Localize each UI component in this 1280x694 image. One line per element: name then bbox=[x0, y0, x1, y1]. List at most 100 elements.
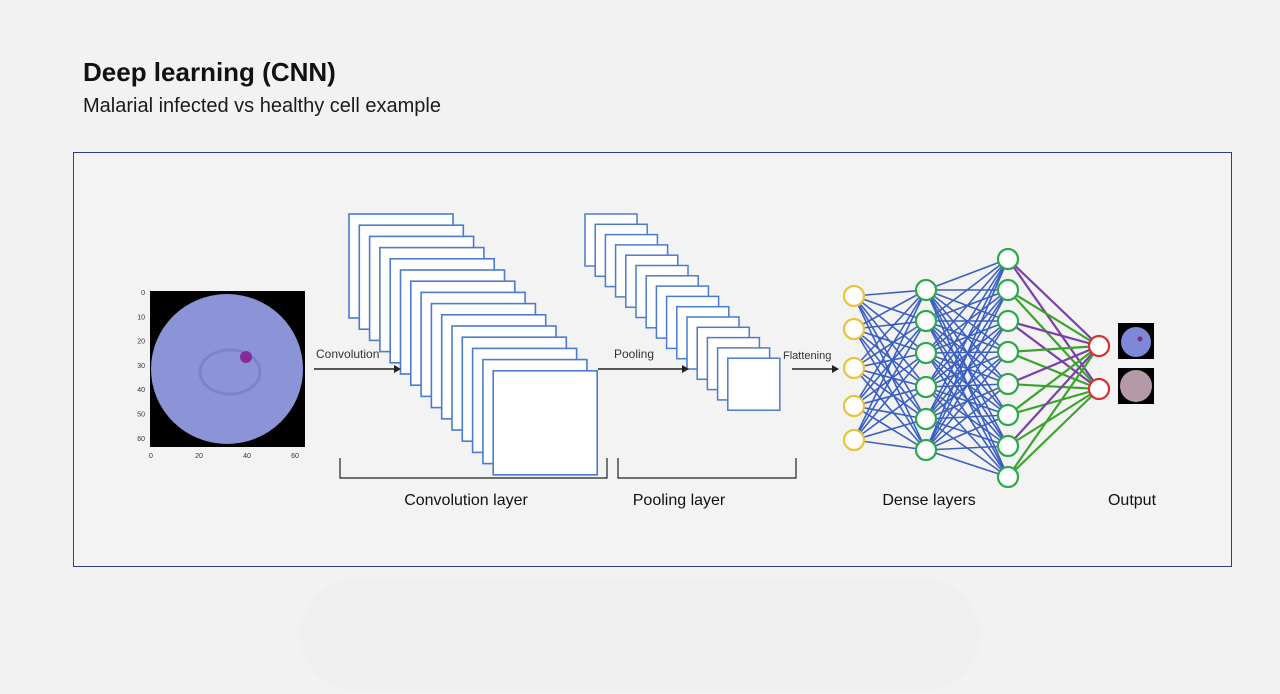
pooling-arrow-label: Pooling bbox=[614, 347, 654, 361]
network-edge bbox=[853, 328, 927, 388]
network-edge bbox=[1007, 289, 1100, 390]
y-tick-label: 20 bbox=[137, 339, 145, 346]
x-tick-label: 60 bbox=[291, 453, 299, 460]
hidden1-node bbox=[914, 309, 938, 333]
network-edge bbox=[853, 320, 927, 369]
y-tick-label: 60 bbox=[137, 436, 145, 443]
network-edge bbox=[853, 289, 927, 441]
network-edge bbox=[853, 386, 927, 441]
network-edge bbox=[1007, 387, 1100, 417]
hidden2-node bbox=[996, 403, 1020, 427]
network-edge bbox=[1007, 258, 1100, 347]
dense-layers-label: Dense layers bbox=[882, 492, 975, 509]
output-node bbox=[1087, 377, 1111, 401]
output-node bbox=[1087, 334, 1111, 358]
parasite-spot bbox=[240, 351, 252, 363]
network-edge bbox=[925, 258, 1009, 322]
network-edge bbox=[853, 289, 927, 297]
network-edge bbox=[925, 320, 1009, 451]
x-tick-label: 40 bbox=[243, 453, 251, 460]
hidden1-node bbox=[914, 438, 938, 462]
network-edge bbox=[853, 289, 927, 369]
slide-subtitle: Malarial infected vs healthy cell exampl… bbox=[83, 95, 441, 117]
convolution-bracket bbox=[339, 458, 608, 479]
slide-title: Deep learning (CNN) bbox=[83, 57, 336, 87]
network-edge bbox=[925, 289, 1009, 354]
network-edge bbox=[925, 258, 1009, 291]
network-edge bbox=[853, 328, 927, 451]
network-edge bbox=[925, 351, 1009, 451]
convolution-layer-label: Convolution layer bbox=[404, 492, 528, 509]
network-edge bbox=[925, 449, 1009, 478]
x-tick-label: 20 bbox=[195, 453, 203, 460]
network-edge bbox=[1007, 344, 1100, 386]
hidden2-node bbox=[996, 340, 1020, 364]
network-edge bbox=[853, 367, 927, 388]
input-node bbox=[842, 284, 866, 308]
network-edge bbox=[925, 352, 1009, 447]
hidden2-node bbox=[996, 372, 1020, 396]
y-tick-label: 50 bbox=[137, 412, 145, 419]
network-edge bbox=[1007, 345, 1100, 416]
network-edge bbox=[853, 289, 927, 407]
y-tick-label: 10 bbox=[137, 314, 145, 321]
hidden2-node bbox=[996, 247, 1020, 271]
hidden1-node bbox=[914, 407, 938, 431]
network-edge bbox=[925, 258, 1009, 420]
network-edge bbox=[925, 320, 1009, 354]
output-label: Output bbox=[1108, 492, 1157, 509]
network-edge bbox=[925, 414, 1009, 451]
pooling-feature-maps bbox=[584, 213, 781, 411]
network-edge bbox=[1007, 382, 1100, 391]
network-edge bbox=[853, 418, 927, 441]
network-edge bbox=[1007, 345, 1100, 447]
network-edge bbox=[925, 445, 1009, 451]
network-edge bbox=[1007, 350, 1100, 391]
network-edge bbox=[1007, 289, 1100, 347]
network-edge bbox=[1007, 319, 1100, 348]
network-edge bbox=[853, 320, 927, 441]
flattening-arrow: Flattening bbox=[783, 350, 839, 373]
hidden1-node bbox=[914, 375, 938, 399]
y-tick-label: 40 bbox=[137, 387, 145, 394]
network-edge bbox=[853, 405, 927, 420]
network-edge bbox=[925, 352, 1009, 416]
network-edge bbox=[853, 289, 927, 330]
network-edge bbox=[853, 352, 927, 369]
output-infected-thumbnail bbox=[1118, 323, 1154, 359]
network-edge bbox=[1007, 320, 1100, 390]
hidden1-node bbox=[914, 278, 938, 302]
pooling-bracket bbox=[617, 458, 797, 479]
network-edge bbox=[853, 328, 927, 354]
network-edge bbox=[1007, 388, 1100, 447]
input-node bbox=[842, 356, 866, 380]
convolution-arrow-label: Convolution bbox=[316, 347, 379, 361]
network-edge bbox=[925, 258, 1009, 354]
network-edge bbox=[853, 328, 927, 420]
pooling-layer-label: Pooling layer bbox=[633, 492, 726, 509]
network-edge bbox=[1007, 344, 1100, 354]
network-edge bbox=[853, 367, 927, 451]
network-edge bbox=[925, 289, 1009, 451]
hidden1-node bbox=[914, 341, 938, 365]
hidden2-node bbox=[996, 278, 1020, 302]
input-node bbox=[842, 317, 866, 341]
background-shadow bbox=[300, 580, 980, 690]
hidden2-node bbox=[996, 465, 1020, 489]
network-edge bbox=[1007, 345, 1100, 478]
convolution-arrow: Convolution bbox=[314, 347, 401, 373]
network-edges bbox=[853, 258, 1100, 478]
flattening-arrow-label: Flattening bbox=[783, 350, 831, 362]
network-edge bbox=[853, 367, 927, 420]
network-edge bbox=[925, 352, 1009, 478]
input-node bbox=[842, 428, 866, 452]
hidden2-node bbox=[996, 434, 1020, 458]
network-edge bbox=[925, 258, 1009, 451]
input-node bbox=[842, 394, 866, 418]
network-edge bbox=[925, 258, 1009, 388]
network-edge bbox=[853, 439, 927, 451]
